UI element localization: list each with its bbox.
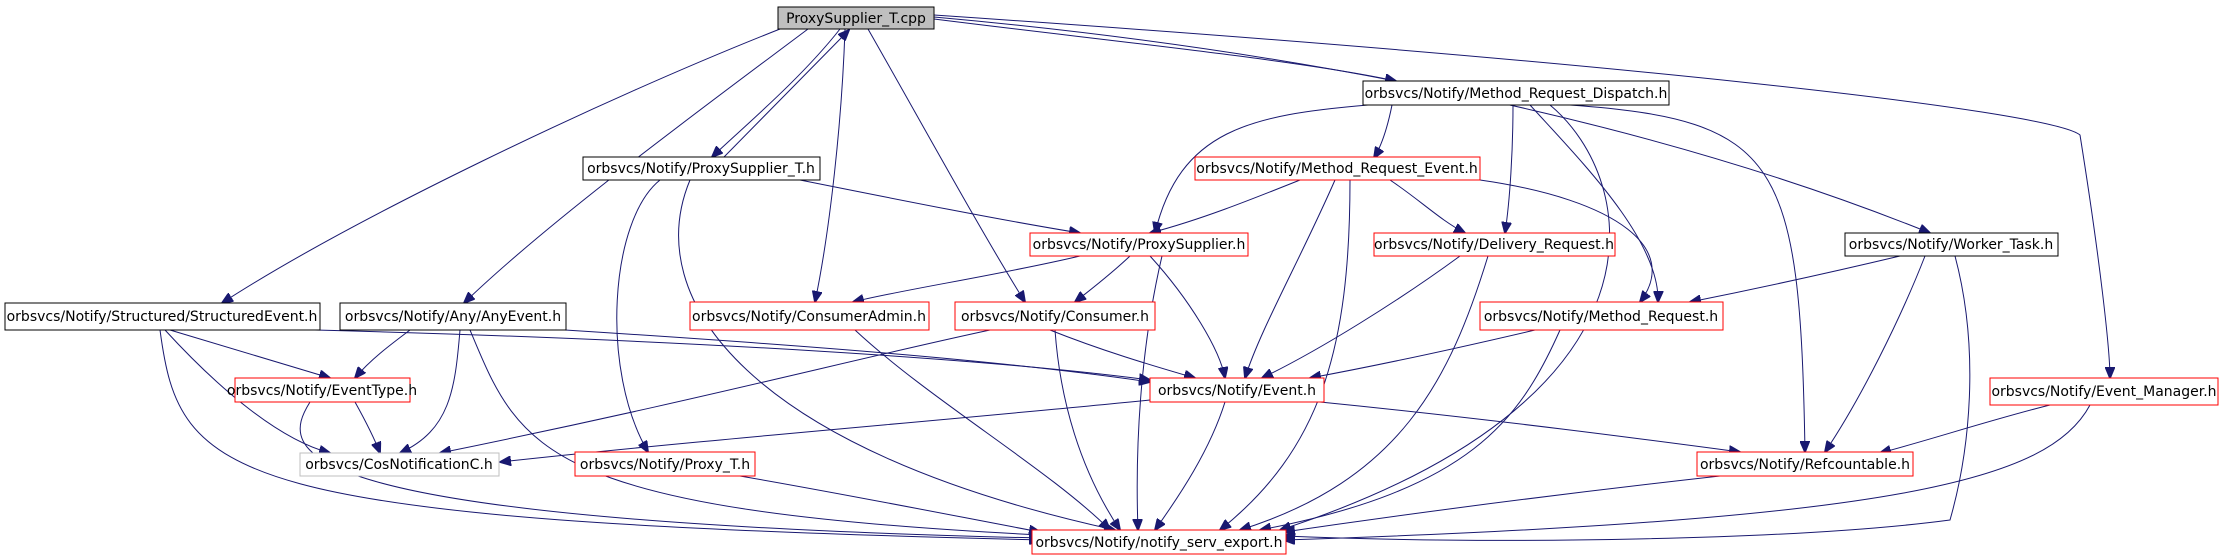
edge-dispatch-to-proxysupplier xyxy=(1155,104,1369,233)
edge-refcountable-to-export xyxy=(1284,475,1721,532)
edge-structured-to-export xyxy=(159,329,1040,540)
node-label: orbsvcs/Notify/ProxySupplier_T.h xyxy=(587,161,815,177)
edge-event-manager-to-export xyxy=(1284,404,2091,540)
edge-consumer-to-export xyxy=(1054,329,1120,530)
node-label: orbsvcs/Notify/EventType.h xyxy=(227,383,417,399)
node-refcountable[interactable]: orbsvcs/Notify/Refcountable.h xyxy=(1696,451,1914,477)
edge-dispatch-to-delivery-request xyxy=(1505,104,1514,233)
node-label: orbsvcs/Notify/Any/AnyEvent.h xyxy=(345,309,561,325)
edge-worker-task-to-method-request xyxy=(1690,255,1901,302)
edge-mre-to-delivery-request xyxy=(1389,179,1465,233)
edges xyxy=(159,14,2110,540)
edge-root-to-structured-event xyxy=(222,28,781,303)
edge-root-to-worker-task xyxy=(933,16,1930,233)
edge-structured-to-event xyxy=(314,329,1150,380)
edge-proxysupplier-t-h-to-proxy-t xyxy=(616,179,661,452)
node-event[interactable]: orbsvcs/Notify/Event.h xyxy=(1149,377,1325,403)
edge-delivery-request-to-export xyxy=(1240,255,1489,530)
node-method-request[interactable]: orbsvcs/Notify/Method_Request.h xyxy=(1479,301,1724,331)
edge-dispatch-to-method-request-event xyxy=(1374,104,1393,158)
edge-root-to-consumer xyxy=(867,28,1025,302)
edge-proxysupplier-to-export xyxy=(1137,255,1163,530)
node-worker-task[interactable]: orbsvcs/Notify/Worker_Task.h xyxy=(1844,232,2059,257)
node-notify-serv-export[interactable]: orbsvcs/Notify/notify_serv_export.h xyxy=(1031,529,1287,555)
edge-proxysupplier-t-h-to-root xyxy=(723,30,849,158)
edge-mre-to-proxysupplier xyxy=(1150,179,1301,233)
node-label: orbsvcs/Notify/Event_Manager.h xyxy=(1991,384,2216,400)
edge-root-to-event-manager xyxy=(933,14,2110,378)
edge-event-type-to-cos xyxy=(354,401,380,453)
edge-structured-to-cos xyxy=(164,329,330,453)
edge-worker-task-to-export xyxy=(1284,255,1971,540)
node-root[interactable]: ProxySupplier_T.cpp xyxy=(777,6,935,30)
node-proxysupplier[interactable]: orbsvcs/Notify/ProxySupplier.h xyxy=(1029,232,1249,257)
edge-proxysupplier-to-consumer-admin xyxy=(853,255,1081,302)
node-event-manager[interactable]: orbsvcs/Notify/Event_Manager.h xyxy=(1989,377,2219,406)
node-label: orbsvcs/Notify/Proxy_T.h xyxy=(580,457,750,473)
node-consumer-admin[interactable]: orbsvcs/Notify/ConsumerAdmin.h xyxy=(689,301,930,331)
edge-dispatch-to-method-request xyxy=(1529,104,1658,302)
node-consumer[interactable]: orbsvcs/Notify/Consumer.h xyxy=(954,301,1156,331)
nodes: ProxySupplier_T.cpp orbsvcs/Notify/Metho… xyxy=(4,6,2219,555)
node-label: orbsvcs/Notify/ProxySupplier.h xyxy=(1033,237,1246,253)
node-structured-event[interactable]: orbsvcs/Notify/Structured/StructuredEven… xyxy=(4,302,321,331)
edge-proxy-t-to-export xyxy=(739,475,1040,532)
edge-any-to-event xyxy=(564,329,1150,382)
edge-mre-to-method-request xyxy=(1479,179,1653,302)
node-any-event[interactable]: orbsvcs/Notify/Any/AnyEvent.h xyxy=(339,302,567,331)
edge-root-to-method-request-dispatch xyxy=(933,18,1396,81)
node-delivery-request[interactable]: orbsvcs/Notify/Delivery_Request.h xyxy=(1373,232,1616,257)
node-proxy-t[interactable]: orbsvcs/Notify/Proxy_T.h xyxy=(574,451,756,477)
edge-proxysupplier-to-event xyxy=(1149,255,1225,378)
node-event-type[interactable]: orbsvcs/Notify/EventType.h xyxy=(227,377,417,403)
edge-method-request-to-event xyxy=(1310,329,1536,378)
edge-event-to-export xyxy=(1155,401,1226,530)
node-label: orbsvcs/Notify/Method_Request_Event.h xyxy=(1196,161,1477,177)
edge-method-request-to-export xyxy=(1260,329,1561,530)
node-label: orbsvcs/Notify/Delivery_Request.h xyxy=(1374,237,1614,253)
edge-any-to-event-type xyxy=(355,329,411,378)
node-proxysupplier-t-h[interactable]: orbsvcs/Notify/ProxySupplier_T.h xyxy=(582,156,821,181)
node-label: orbsvcs/Notify/Worker_Task.h xyxy=(1849,237,2053,253)
edge-proxysupplier-t-h-to-proxysupplier xyxy=(799,179,1080,233)
edge-dispatch-to-export xyxy=(1280,104,1611,530)
edge-root-to-consumer-admin xyxy=(815,28,846,302)
edge-event-to-refcountable xyxy=(1319,401,1740,452)
edge-mre-to-event xyxy=(1245,179,1336,378)
node-label: orbsvcs/Notify/Structured/StructuredEven… xyxy=(7,309,318,325)
node-label: orbsvcs/Notify/Method_Request_Dispatch.h xyxy=(1365,86,1668,102)
node-label: orbsvcs/Notify/notify_serv_export.h xyxy=(1035,535,1282,551)
edge-dispatch-to-refcountable xyxy=(1569,104,1805,452)
node-method-request-event[interactable]: orbsvcs/Notify/Method_Request_Event.h xyxy=(1194,156,1481,181)
edge-structured-to-event-type xyxy=(169,329,330,378)
edge-event-type-to-export xyxy=(299,401,1040,538)
edge-proxysupplier-to-consumer xyxy=(1075,255,1131,302)
node-method-request-dispatch[interactable]: orbsvcs/Notify/Method_Request_Dispatch.h xyxy=(1362,80,1670,106)
node-label: orbsvcs/Notify/Method_Request.h xyxy=(1484,309,1718,325)
node-label: orbsvcs/CosNotificationC.h xyxy=(305,457,493,473)
edge-any-to-cos xyxy=(400,329,461,453)
edge-consumer-admin-to-export xyxy=(854,329,1110,530)
node-label: orbsvcs/Notify/Consumer.h xyxy=(961,309,1149,325)
node-label: orbsvcs/Notify/Event.h xyxy=(1158,383,1316,399)
node-cos-notification[interactable]: orbsvcs/CosNotificationC.h xyxy=(299,452,500,477)
node-label: ProxySupplier_T.cpp xyxy=(786,11,926,27)
edge-event-manager-to-refcountable xyxy=(1880,404,2051,453)
edge-delivery-request-to-event xyxy=(1262,255,1461,378)
edge-consumer-to-cos xyxy=(440,329,991,453)
edge-root-to-proxysupplier-t-h xyxy=(712,28,841,157)
node-label: orbsvcs/Notify/Refcountable.h xyxy=(1700,457,1910,473)
edge-worker-task-to-refcountable xyxy=(1825,255,1926,452)
edge-proxysupplier-t-h-to-export xyxy=(678,179,1115,530)
node-label: orbsvcs/Notify/ConsumerAdmin.h xyxy=(692,309,926,325)
edge-consumer-to-event xyxy=(1049,329,1195,378)
